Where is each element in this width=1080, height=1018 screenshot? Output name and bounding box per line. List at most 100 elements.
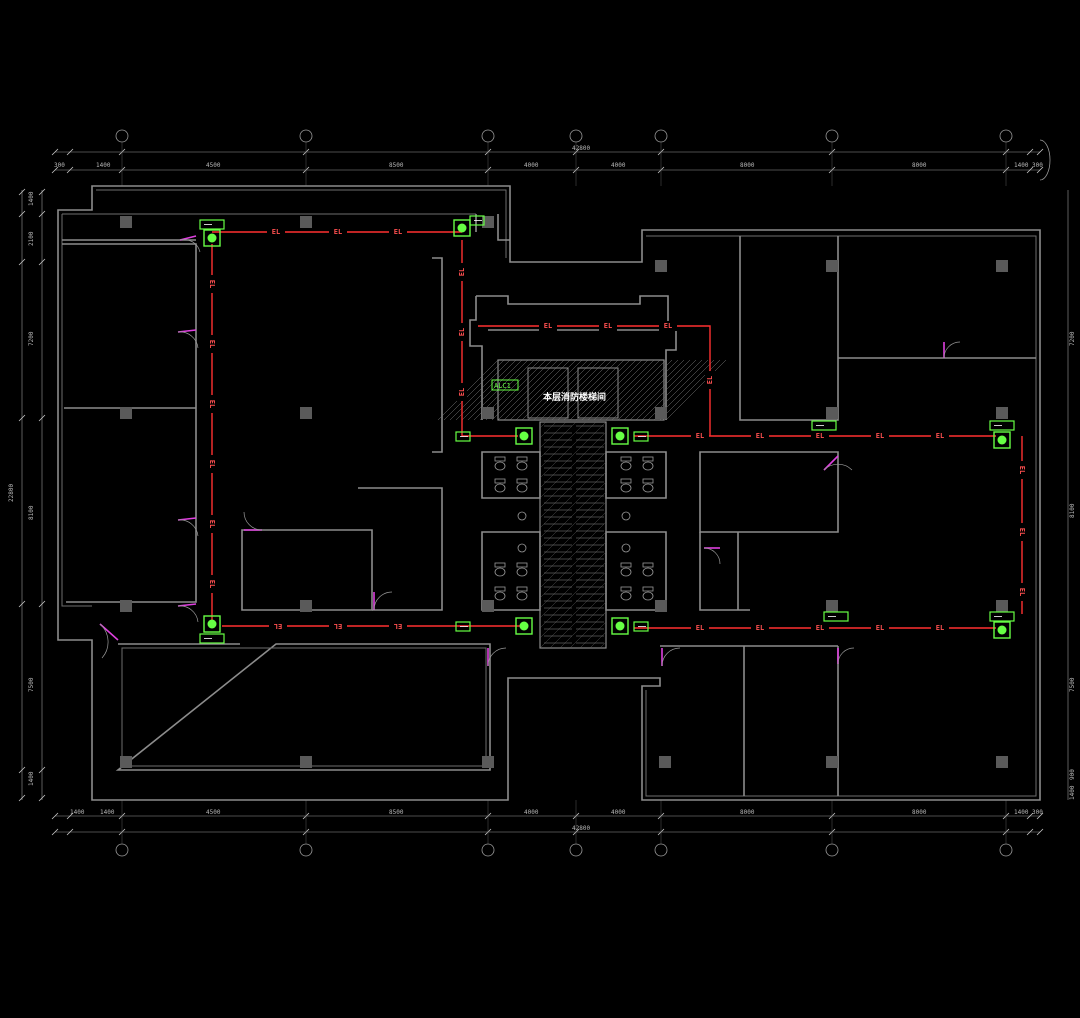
left-dimension-labels: 1400 2100 7200 22800 8100 7500 1400 [8, 191, 35, 786]
device-tag [455, 621, 471, 632]
toilet-tank [620, 456, 632, 462]
dim-tick [18, 600, 26, 608]
toilet-icon [516, 591, 528, 601]
dim-tick [38, 210, 46, 218]
dim-label: 8000 [912, 809, 927, 816]
dim-tick [66, 812, 74, 820]
junction-box-icon [203, 229, 221, 247]
label-mask [811, 623, 829, 633]
junction-box-icon [993, 431, 1011, 449]
center-label-group: ALC1 本层消防楼梯间 [491, 379, 606, 403]
dim-tick [1036, 812, 1044, 820]
device-tag [989, 611, 1015, 622]
toilet-icon [620, 461, 632, 471]
hatch-line [521, 359, 583, 421]
dim-tick [18, 766, 26, 774]
cable-code-label: EL [458, 388, 466, 396]
label-mask [457, 383, 467, 401]
column-icon [826, 600, 838, 612]
door-swing-icon [661, 647, 681, 667]
toilet-icon [642, 567, 654, 577]
dim-label: 4000 [524, 809, 539, 816]
dim-label: 4000 [611, 809, 626, 816]
dim-tick [38, 794, 46, 802]
toilet-icon [620, 483, 632, 493]
toilet-icon [516, 461, 528, 471]
cable-code-label: EL [876, 624, 884, 632]
dimension-ticks [18, 148, 1044, 836]
hatch-line [635, 359, 697, 421]
cable-code-label: EL [334, 622, 342, 630]
dim-tick [1026, 828, 1034, 836]
dim-label: 4500 [206, 162, 221, 169]
dim-tick [51, 148, 59, 156]
device-tag [633, 621, 649, 632]
hatch-line [579, 621, 606, 648]
dim-label: 8500 [389, 162, 404, 169]
dim-label: 8100 [28, 505, 35, 520]
junction-core [519, 621, 529, 631]
junction-box-icon [515, 427, 533, 445]
cable-code-label: EL [696, 624, 704, 632]
label-mask [811, 431, 829, 441]
junction-box-icon [203, 615, 221, 633]
label-mask [329, 227, 347, 237]
hatch-line [629, 359, 691, 421]
dim-label: 8000 [912, 162, 927, 169]
axis-bubble [115, 129, 129, 143]
hatch-line [540, 422, 577, 459]
bottom-dimension-labels: 1400 1400 4500 8500 4000 4000 8000 8000 … [70, 809, 1043, 832]
cable-code-label: EL [272, 228, 280, 236]
dim-tick [38, 766, 46, 774]
dim-label: 7200 [1069, 331, 1076, 346]
hatch-line [455, 359, 517, 421]
label-mask [1017, 461, 1027, 479]
dim-tick [38, 600, 46, 608]
column-icon [120, 407, 132, 419]
toilet-tank [494, 478, 506, 484]
hatch-line [605, 359, 667, 421]
hatch-line [540, 531, 606, 599]
column-icon [655, 407, 667, 419]
hatch-line [540, 422, 547, 429]
right-dimension-labels: 7200 8100 7500 900 1400 [1069, 331, 1076, 800]
dim-label: 4000 [524, 162, 539, 169]
dim-label: 7500 [28, 677, 35, 692]
label-mask [267, 227, 285, 237]
dim-tick [1026, 148, 1034, 156]
junction-core [207, 619, 217, 629]
label-mask [329, 621, 347, 631]
column-icon [655, 260, 667, 272]
device-tag [811, 420, 837, 431]
dim-label: 1400 [96, 162, 111, 169]
cable-code-label: EL [334, 228, 342, 236]
cable-code-label: EL [664, 322, 672, 330]
toilet-icon [494, 461, 506, 471]
hatch-line [491, 359, 553, 421]
hatch-line [540, 451, 606, 519]
column-icon [300, 216, 312, 228]
hatch-line [540, 422, 557, 439]
label-mask [1017, 583, 1027, 601]
hatch-line [540, 422, 606, 489]
hatch-line [540, 551, 606, 619]
hatch-line [540, 491, 606, 559]
elevator-shaft [437, 359, 727, 421]
toilet-icon [642, 591, 654, 601]
label-mask [207, 275, 217, 293]
cable-code-label: EL [756, 624, 764, 632]
junction-core [615, 431, 625, 441]
door-swing-icon [177, 605, 199, 623]
column-icon [996, 260, 1008, 272]
column-icon [482, 756, 494, 768]
structural-columns [120, 216, 1008, 768]
stair-core [539, 421, 607, 649]
cable-code-label: EL [816, 432, 824, 440]
axis-bubble [481, 843, 495, 857]
hatch-line [587, 359, 649, 421]
dim-tick [18, 258, 26, 266]
toilet-tank [494, 456, 506, 462]
dim-tick [1036, 166, 1044, 174]
